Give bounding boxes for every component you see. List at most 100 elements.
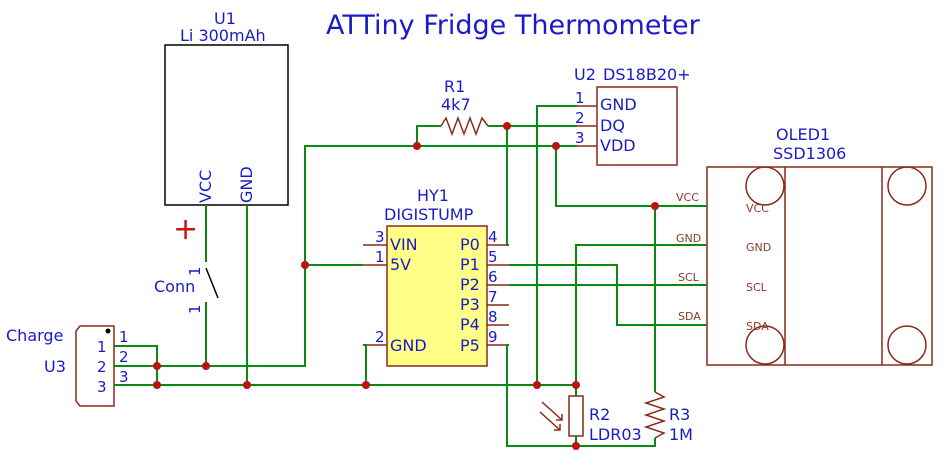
wire-p5-ldr [506,344,656,447]
connector-outer-pin: 3 [119,368,129,386]
mcu-pin-gnd-name: GND [390,336,427,355]
junctions [153,122,659,450]
ldr-light-arrow [541,401,563,421]
switch-lever [205,267,219,299]
oled-pin-label: GND [746,241,771,254]
junction-dot [153,381,161,389]
connector-outer-pin: 1 [119,328,129,346]
wire-p0-dq [506,126,509,246]
battery-pin-vcc: VCC [196,170,215,203]
sensor-pin3-num: 3 [575,129,585,147]
connector-u3: Charge U3 1 2 3 1 2 3 [6,325,129,407]
oled-value: SSD1306 [773,144,846,163]
junction-dot [503,122,511,130]
mcu-pin-p1-num: 5 [488,248,498,266]
sensor-pin3-name: VDD [600,136,636,155]
mcu-pin-p4-name: P4 [460,315,480,334]
sensor-pin1-num: 1 [575,89,585,107]
oled-net-label: SDA [678,310,701,323]
mcu-value: DIGISTUMP [384,205,474,224]
r1-ref: R1 [444,77,465,96]
r1-zigzag [440,115,489,137]
mcu-pin-p0-num: 4 [488,228,498,246]
wire-oled-gnd [575,244,707,396]
r1-value: 4k7 [441,95,471,114]
connector-outer-pin: 2 [119,348,129,366]
display-oled1: OLED1 SSD1306 VCC GND SCL SDA VCC GND SC… [676,125,933,366]
ldr-r2: R2 LDR03 [539,395,642,444]
mcu-pin-p5-name: P5 [460,336,480,355]
switch-pin-bottom: 1 [186,304,204,314]
connector-pin1-marker [105,328,111,334]
mcu-pin-p3-name: P3 [460,295,480,314]
diagram-title: ATTiny Fridge Thermometer [326,10,701,41]
sensor-pin1-name: GND [600,95,637,114]
oled-pin-label: SDA [746,320,769,333]
junction-dot [572,442,580,450]
battery-ref: U1 [214,9,236,28]
mcu-pin-p1-name: P1 [460,255,480,274]
battery-plus-sign: + [173,212,198,247]
wire-charge-pin1 [114,345,158,385]
oled-net-label: GND [676,232,701,245]
oled-net-label: VCC [676,191,699,204]
oled-board [706,166,933,366]
mcu-pin-p5-num: 9 [488,328,498,346]
oled-mount-hole [887,325,927,365]
ldr-arrow-head [556,414,563,421]
ldr-arrow-head [554,424,561,431]
junction-dot [202,362,210,370]
junction-dot [572,381,580,389]
sensor-ref: U2 [574,65,596,84]
sensor-pin2-num: 2 [575,109,585,127]
junction-dot [153,362,161,370]
resistor-r3: R3 1M [643,391,693,444]
wire-vcc-rail [114,145,417,367]
r3-ref: R3 [669,405,690,424]
switch-label: Conn [154,277,195,296]
mcu-pin-5v-num: 1 [375,248,385,266]
mcu-pin-p2-num: 6 [488,268,498,286]
oled-mount-hole [887,166,927,206]
wire-r1-left [416,125,441,146]
sensor-pin2-name: DQ [600,116,625,135]
ldr-body [568,395,584,437]
connector-inner-pin: 2 [97,358,107,376]
switch-pin-top: 1 [186,266,204,276]
junction-dot [552,142,560,150]
connector-ref: U3 [44,357,66,376]
battery-pin-gnd: GND [237,166,256,203]
connector-value: Charge [6,326,63,345]
battery-u1: U1 Li 300mAh VCC GND + [164,9,289,247]
junction-dot [243,381,251,389]
r3-zigzag [643,391,667,439]
junction-dot [362,381,370,389]
battery-value: Li 300mAh [180,26,266,45]
connector-inner-pin: 3 [97,378,107,396]
wires [114,105,707,447]
sensor-u2: U2 DS18B20+ 1 GND 2 DQ 3 VDD [574,65,691,166]
junction-dot [651,202,659,210]
mcu-pin-p2-name: P2 [460,275,480,294]
mcu-pin-vin-name: VIN [390,235,418,254]
wire-sda [509,264,707,326]
mcu-pin-p3-num: 7 [488,288,498,306]
mcu-pin-p0-name: P0 [460,235,480,254]
mcu-pin-5v-name: 5V [390,255,411,274]
switch-conn: Conn 1 1 [154,266,219,314]
connector-inner-pin: 1 [97,338,107,356]
sensor-value: DS18B20+ [603,65,691,84]
mcu-pin-gnd-num: 2 [375,328,385,346]
resistor-r1: R1 4k7 [440,77,489,137]
oled-mount-hole [745,325,785,365]
wire-mcu-gnd [363,344,367,385]
battery-body [164,44,289,206]
oled-mount-hole [745,166,785,206]
r3-value: 1M [669,425,693,444]
junction-dot [533,381,541,389]
connector-body [75,325,115,407]
oled-net-label: SCL [678,271,700,284]
ldr-value: LDR03 [589,425,642,444]
wire-sensor-gnd [536,105,577,385]
